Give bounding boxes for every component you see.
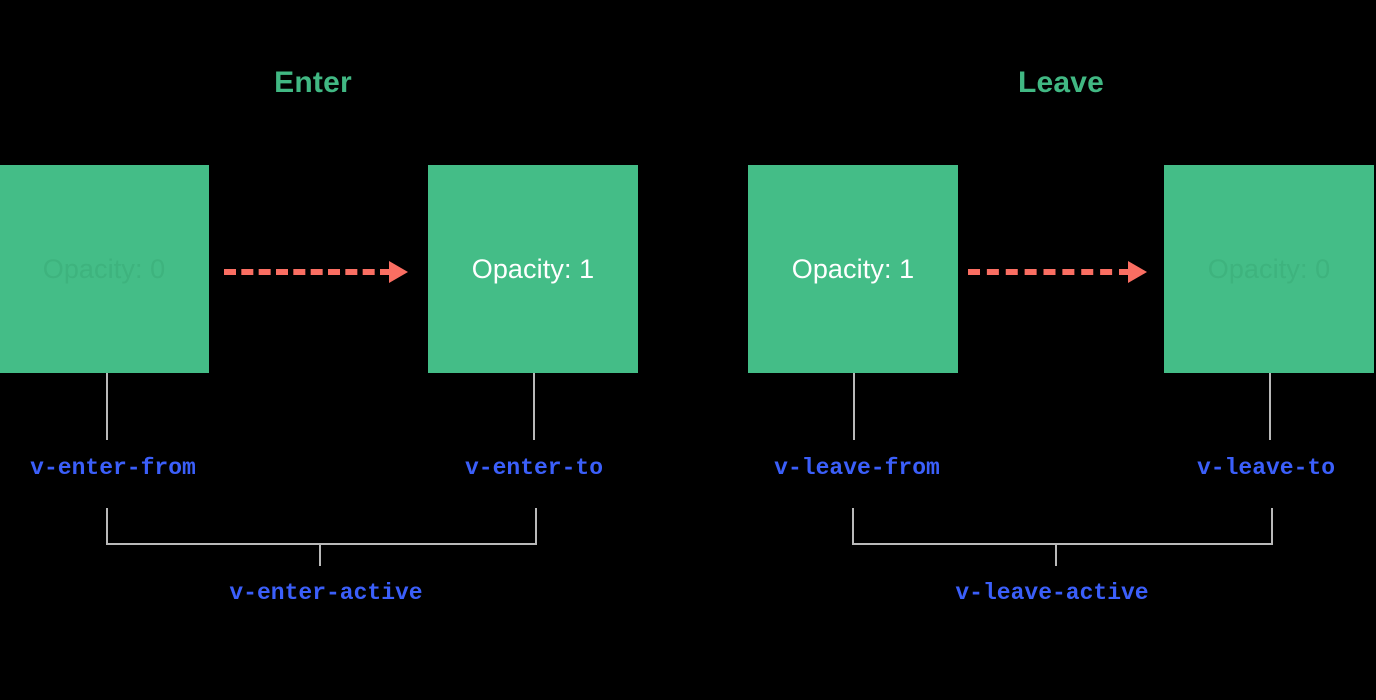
class-label-v-enter-active: v-enter-active <box>229 580 423 606</box>
class-label-v-leave-to: v-leave-to <box>1196 455 1336 481</box>
state-box-leave-to: Opacity: 0 <box>1164 165 1374 373</box>
state-box-label: Opacity: 0 <box>42 253 166 284</box>
connector-line-leave-from <box>853 373 855 440</box>
arrow-head-icon <box>1128 261 1147 283</box>
arrow-head-icon <box>389 261 408 283</box>
state-box-label: Opacity: 1 <box>471 253 595 284</box>
bracket-leave-active <box>852 508 1273 545</box>
class-label-v-leave-active: v-leave-active <box>955 580 1149 606</box>
connector-line-leave-to <box>1269 373 1271 440</box>
section-title-leave: Leave <box>1017 66 1105 99</box>
state-box-enter-from: Opacity: 0 <box>0 165 209 373</box>
bracket-stem-leave-active <box>1055 543 1057 566</box>
connector-line-enter-to <box>533 373 535 440</box>
state-box-label: Opacity: 1 <box>791 253 915 284</box>
state-box-enter-to: Opacity: 1 <box>428 165 638 373</box>
class-label-v-leave-from: v-leave-from <box>774 455 940 481</box>
bracket-enter-active <box>106 508 537 545</box>
arrow-shaft-icon <box>224 269 392 275</box>
transition-arrow-enter <box>224 261 408 283</box>
arrow-shaft-icon <box>968 269 1131 275</box>
state-box-label: Opacity: 0 <box>1207 253 1331 284</box>
section-title-enter: Enter <box>274 66 352 99</box>
transition-arrow-leave <box>968 261 1147 283</box>
class-label-v-enter-from: v-enter-from <box>30 455 196 481</box>
state-box-leave-from: Opacity: 1 <box>748 165 958 373</box>
connector-line-enter-from <box>106 373 108 440</box>
bracket-stem-enter-active <box>319 543 321 566</box>
class-label-v-enter-to: v-enter-to <box>464 455 604 481</box>
